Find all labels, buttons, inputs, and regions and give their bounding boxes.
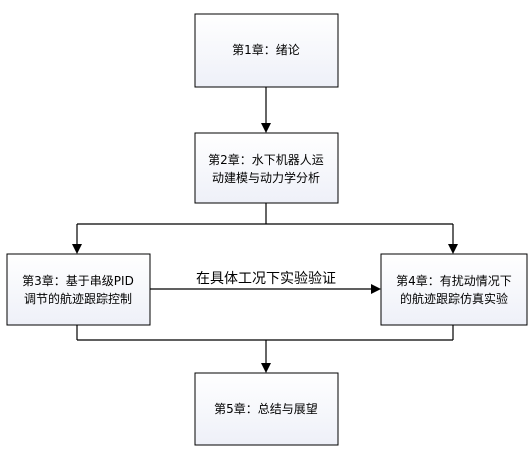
chapter-1-box	[194, 13, 339, 88]
arrow-head-ch2	[261, 123, 271, 133]
arrow-head-ch3	[72, 244, 82, 254]
chapter-2-label-line1: 第2章：水下机器人运	[208, 152, 324, 167]
chapter-5-box	[194, 372, 339, 446]
chapter-2-label-line2: 动建模与动力学分析	[212, 170, 320, 185]
chapter-3-box	[6, 253, 151, 326]
arrow-head-ch3-to-ch4	[371, 284, 381, 294]
edge-label-experimental-validation: 在具体工况下实验验证	[196, 271, 336, 287]
chapter-4-box	[380, 253, 528, 326]
chapter-4-label-line2: 的航迹跟踪仿真实验	[400, 291, 508, 306]
chapter-3-label-line2: 调节的航迹跟踪控制	[24, 291, 132, 306]
chapter-4-label-line1: 第4章：有扰动情况下	[396, 273, 512, 288]
arrow-head-ch4	[448, 244, 458, 254]
chapter-1-label: 第1章：绪论	[232, 42, 300, 57]
arrow-head-ch5	[261, 363, 271, 373]
chapter-2-box	[194, 132, 339, 204]
chapter-3-label-line1: 第3章：基于串级PID	[22, 273, 134, 288]
chapter-5-label: 第5章：总结与展望	[214, 401, 318, 416]
